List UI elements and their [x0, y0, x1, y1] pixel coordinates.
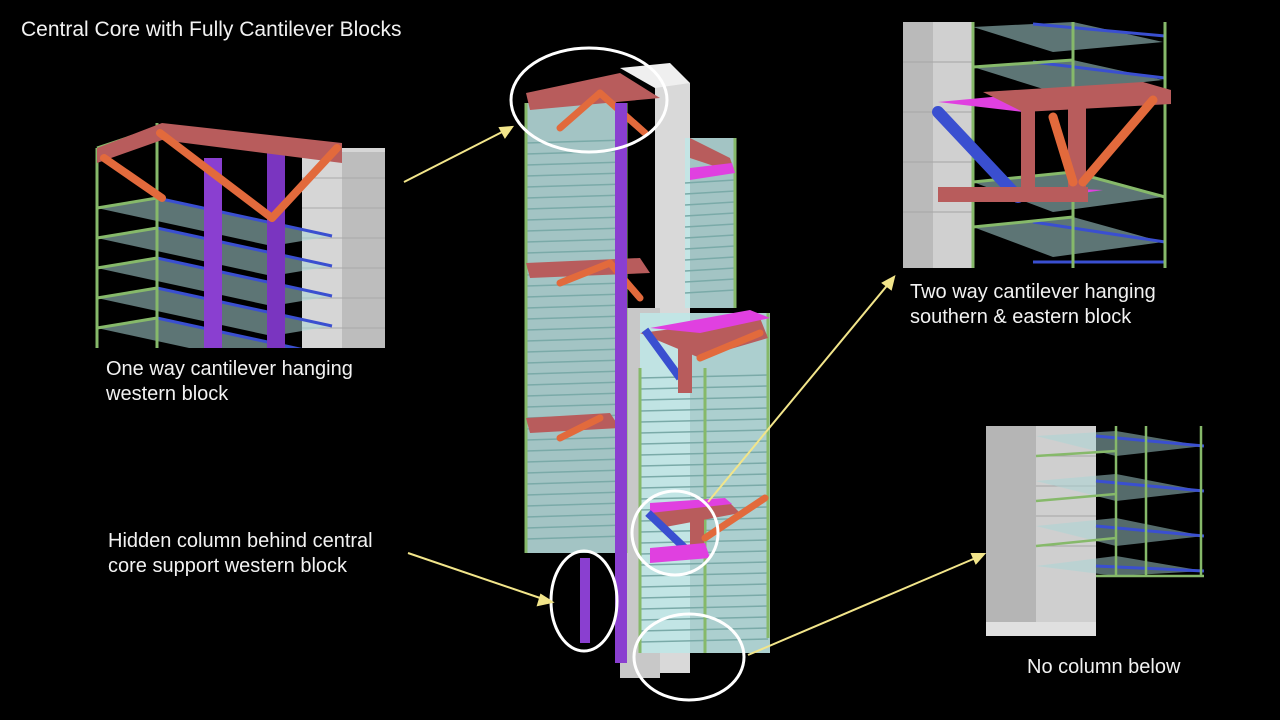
floor-slab-line [525, 337, 627, 342]
floor-slab-line [684, 190, 736, 195]
floor-slab-line [684, 223, 736, 228]
floor-slab-line [525, 348, 627, 353]
floor-slab-line [525, 381, 627, 386]
western-block-detail-image [92, 118, 385, 348]
arrow-to-no-column [747, 553, 987, 656]
southern-block-caption: Two way cantilever hanging southern & ea… [910, 280, 1156, 330]
hidden-column [580, 558, 590, 643]
slide-title: Central Core with Fully Cantilever Block… [21, 18, 402, 41]
floor-slab-line [525, 205, 627, 210]
no-column-detail-image [986, 426, 1204, 640]
western-caption-line-2: western block [106, 383, 229, 405]
no-column-caption: No column below [1027, 656, 1181, 678]
floor-slab-line [525, 304, 627, 309]
floor-slab-line [684, 278, 736, 283]
floor-slab-line [525, 216, 627, 221]
western-block [524, 103, 628, 553]
hidden-core-column [615, 103, 627, 663]
central-core-tower-model [524, 63, 770, 678]
floor-slab-line [525, 535, 627, 540]
floor-slab-line [525, 249, 627, 254]
hidden-caption-line-2: core support western block [108, 555, 348, 577]
floor-slab-line [525, 403, 627, 408]
floor-slab-line [525, 326, 627, 331]
floor-slab-line [525, 161, 627, 166]
southern-caption-line-2: southern & eastern block [910, 306, 1132, 328]
floor-slab-line [525, 227, 627, 232]
floor-slab-line [525, 282, 627, 287]
hidden-caption-line-1: Hidden column behind central [108, 530, 373, 552]
floor-slab-line [684, 201, 736, 206]
floor-slab-line [525, 447, 627, 452]
floor-slab-line [525, 370, 627, 375]
floor-slab-line [525, 359, 627, 364]
floor-slab-line [525, 524, 627, 529]
floor-slab-line [684, 234, 736, 239]
floor-slab-line [525, 436, 627, 441]
floor-slab-line [684, 245, 736, 250]
floor-slab-line [525, 469, 627, 474]
southern-eastern-block-detail-image [903, 22, 1171, 268]
floor-slab-line [684, 179, 736, 184]
floor-slab-line [525, 183, 627, 188]
floor-slab-line [525, 502, 627, 507]
southern-block [638, 313, 770, 653]
southern-caption-line-1: Two way cantilever hanging [910, 281, 1156, 303]
floor-slab-line [684, 256, 736, 261]
western-caption-line-1: One way cantilever hanging [106, 358, 353, 380]
floor-slab-line [525, 392, 627, 397]
floor-slab-line [684, 212, 736, 217]
floor-slab-line [525, 172, 627, 177]
floor-slab-line [525, 458, 627, 463]
floor-slab-line [525, 293, 627, 298]
western-block-caption: One way cantilever hanging western block [106, 357, 353, 407]
floor-slab-line [525, 315, 627, 320]
floor-slab-line [525, 513, 627, 518]
floor-slab-line [684, 267, 736, 272]
floor-slab-line [525, 194, 627, 199]
floor-slab-line [525, 491, 627, 496]
floor-slab-line [525, 238, 627, 243]
arrow-to-top-truss [403, 125, 515, 183]
hidden-column-caption: Hidden column behind central core suppor… [108, 529, 373, 579]
floor-slab-line [525, 480, 627, 485]
